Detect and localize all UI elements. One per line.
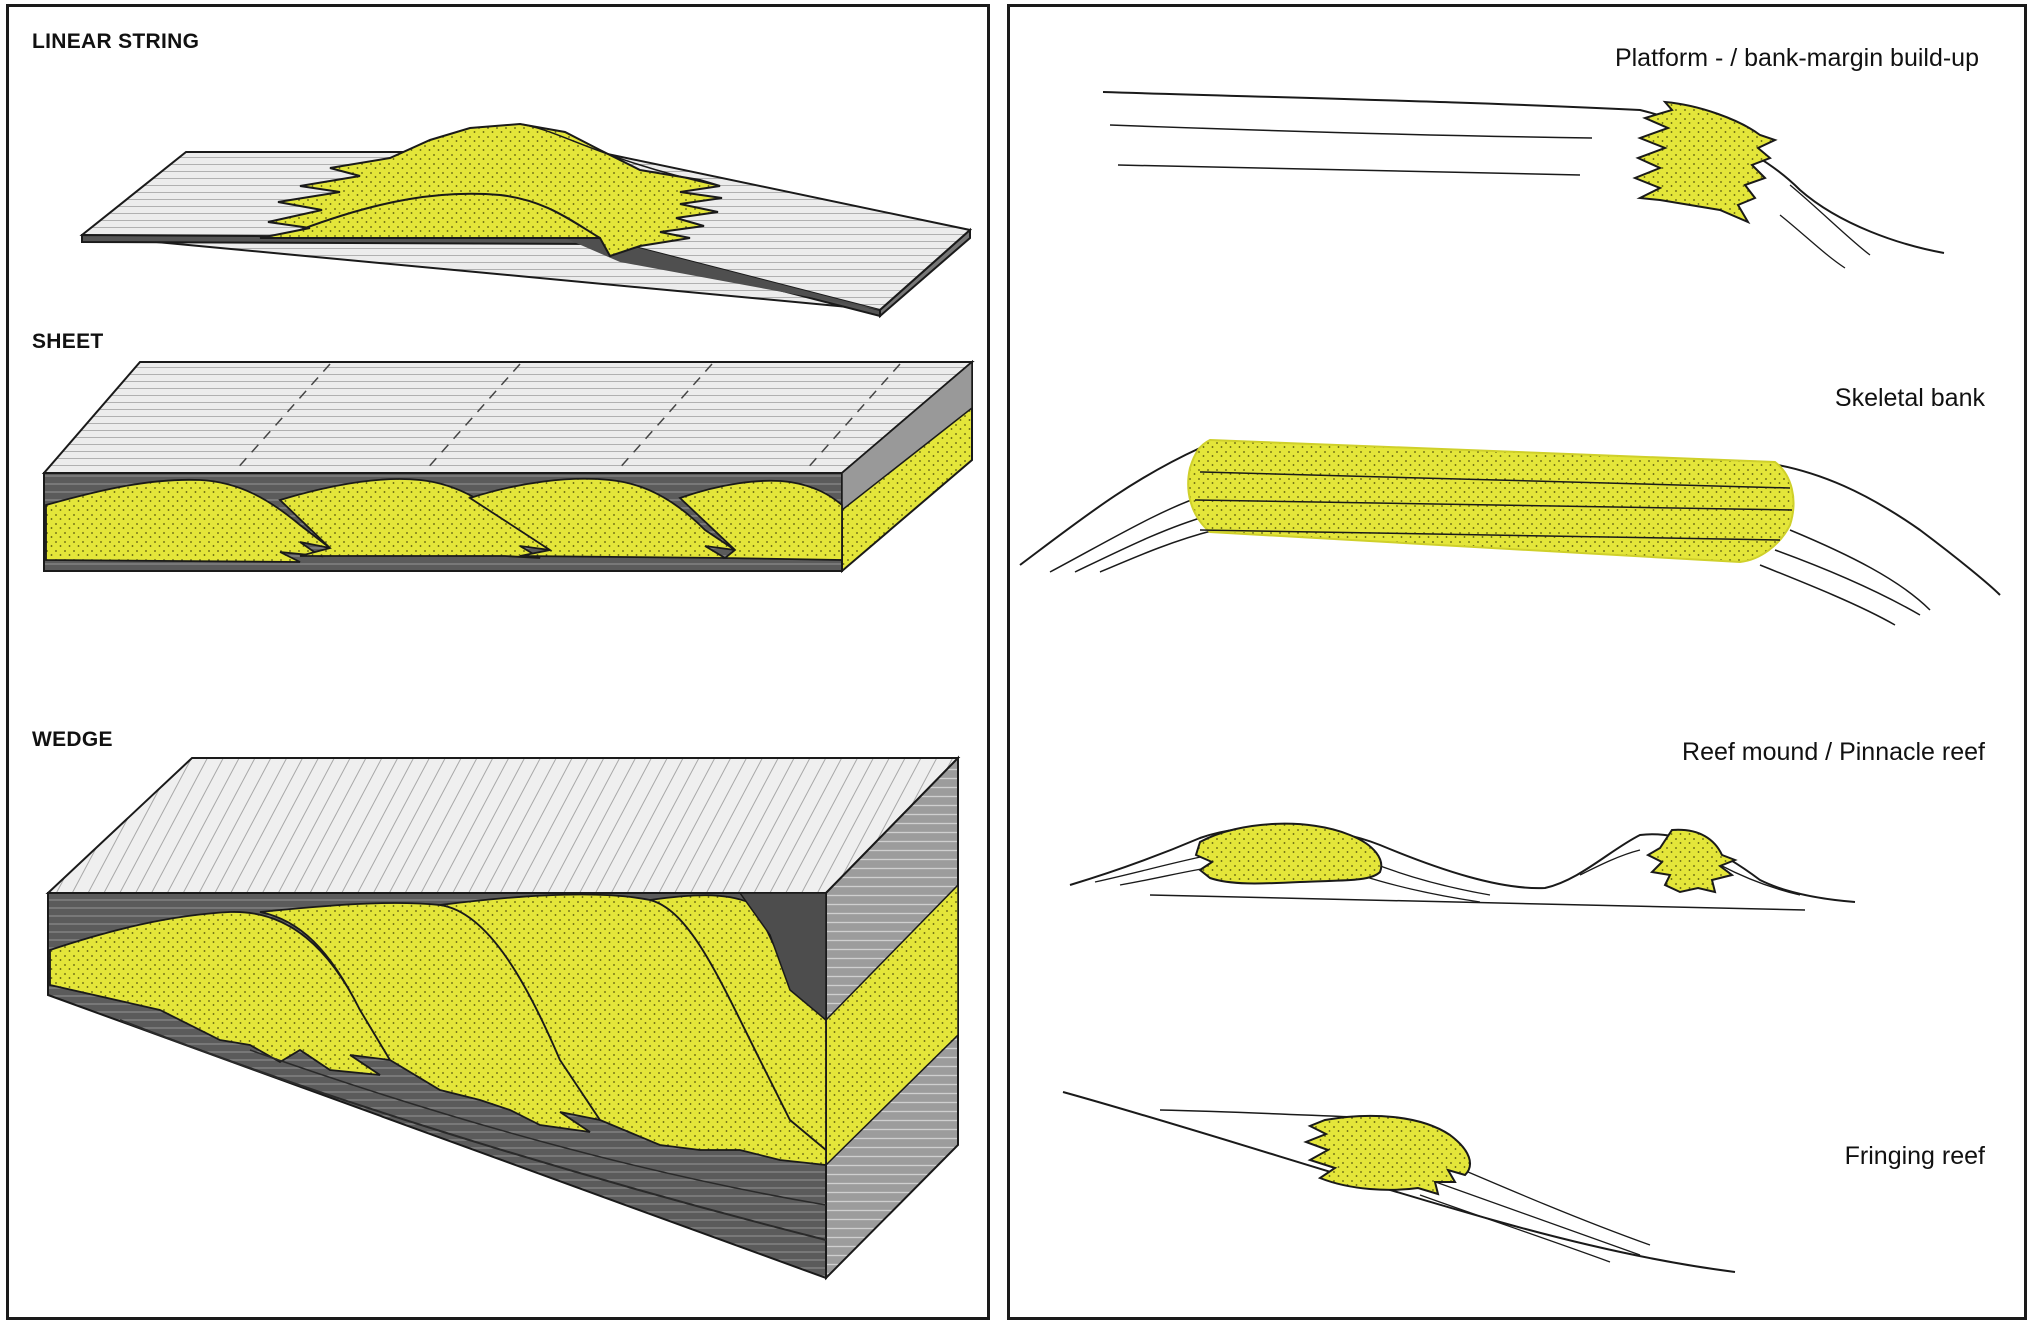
label-platform-buildup: Platform - / bank-margin build-up (1614, 44, 1979, 72)
reef-mound-carbonate-body (1194, 822, 1383, 885)
platform-buildup-sketch (1102, 91, 1945, 269)
label-wedge: WEDGE (32, 728, 113, 751)
label-fringing-reef: Fringing reef (1844, 1142, 1985, 1170)
wedge-carbonate-lens-1 (49, 911, 392, 1076)
sheet-carbonate-lens-3 (467, 477, 736, 559)
label-reef-mound: Reef mound / Pinnacle reef (1682, 738, 1985, 766)
label-linear-string: LINEAR STRING (32, 30, 200, 53)
sheet-block (41, 359, 975, 574)
fringing-reef-carbonate-body (1303, 1114, 1471, 1196)
skeletal-bank-sketch (1019, 438, 2001, 626)
reef-mound-sketch (1069, 822, 1856, 911)
skeletal-bank-carbonate-body (1187, 438, 1795, 564)
linear-string-block (79, 122, 973, 319)
linear-string-right-edge (879, 227, 971, 319)
pinnacle-reef-carbonate-body (1645, 828, 1738, 894)
sheet-carbonate-lens-2 (278, 478, 551, 559)
label-skeletal-bank: Skeletal bank (1834, 384, 1985, 412)
platform-carbonate-body (1632, 100, 1778, 225)
sheet-carbonate-lens-4 (678, 479, 843, 561)
fringing-reef-sketch (1062, 1091, 1736, 1273)
linear-string-carbonate-body (259, 122, 723, 258)
wedge-block (45, 755, 961, 1281)
wedge-top-surface (45, 757, 961, 894)
sheet-carbonate-lens-1 (45, 478, 331, 563)
label-sheet: SHEET (32, 330, 104, 353)
sheet-top-surface (41, 361, 975, 474)
